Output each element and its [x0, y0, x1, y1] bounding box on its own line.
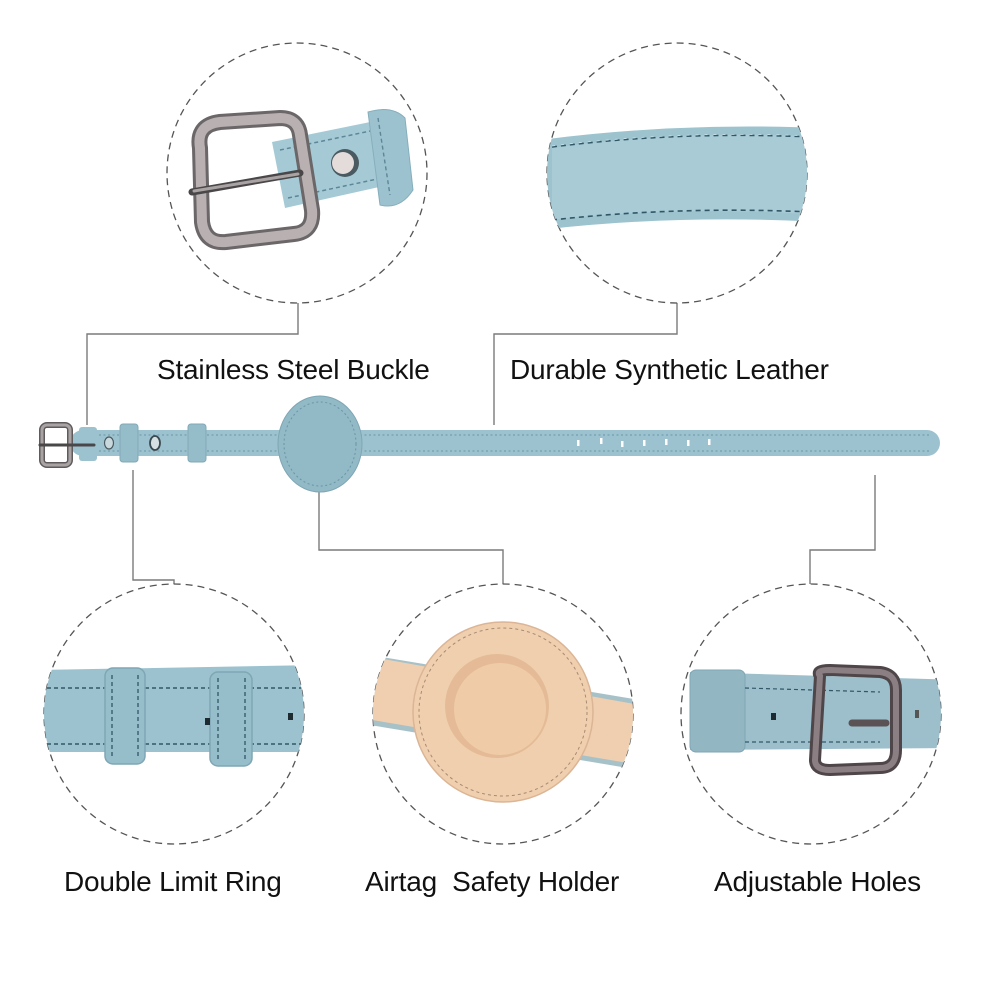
- label-durable-synthetic-leather: Durable Synthetic Leather: [510, 354, 829, 385]
- label-airtag-safety-holder: Airtag Safety Holder: [365, 866, 620, 897]
- keeper-loops-closeup-icon: [43, 583, 305, 845]
- buckle-holes-closeup-icon: [680, 583, 942, 845]
- label-adjustable-holes: Adjustable Holes: [714, 866, 921, 897]
- collar: [38, 395, 940, 493]
- airtag-holder-closeup-icon: [372, 583, 634, 845]
- buckle-closeup-icon: [166, 42, 428, 304]
- label-double-limit-ring: Double Limit Ring: [64, 866, 282, 897]
- label-stainless-steel-buckle: Stainless Steel Buckle: [157, 354, 430, 385]
- leather-strap-closeup-icon: [546, 42, 808, 304]
- connector-lines: [86, 303, 876, 584]
